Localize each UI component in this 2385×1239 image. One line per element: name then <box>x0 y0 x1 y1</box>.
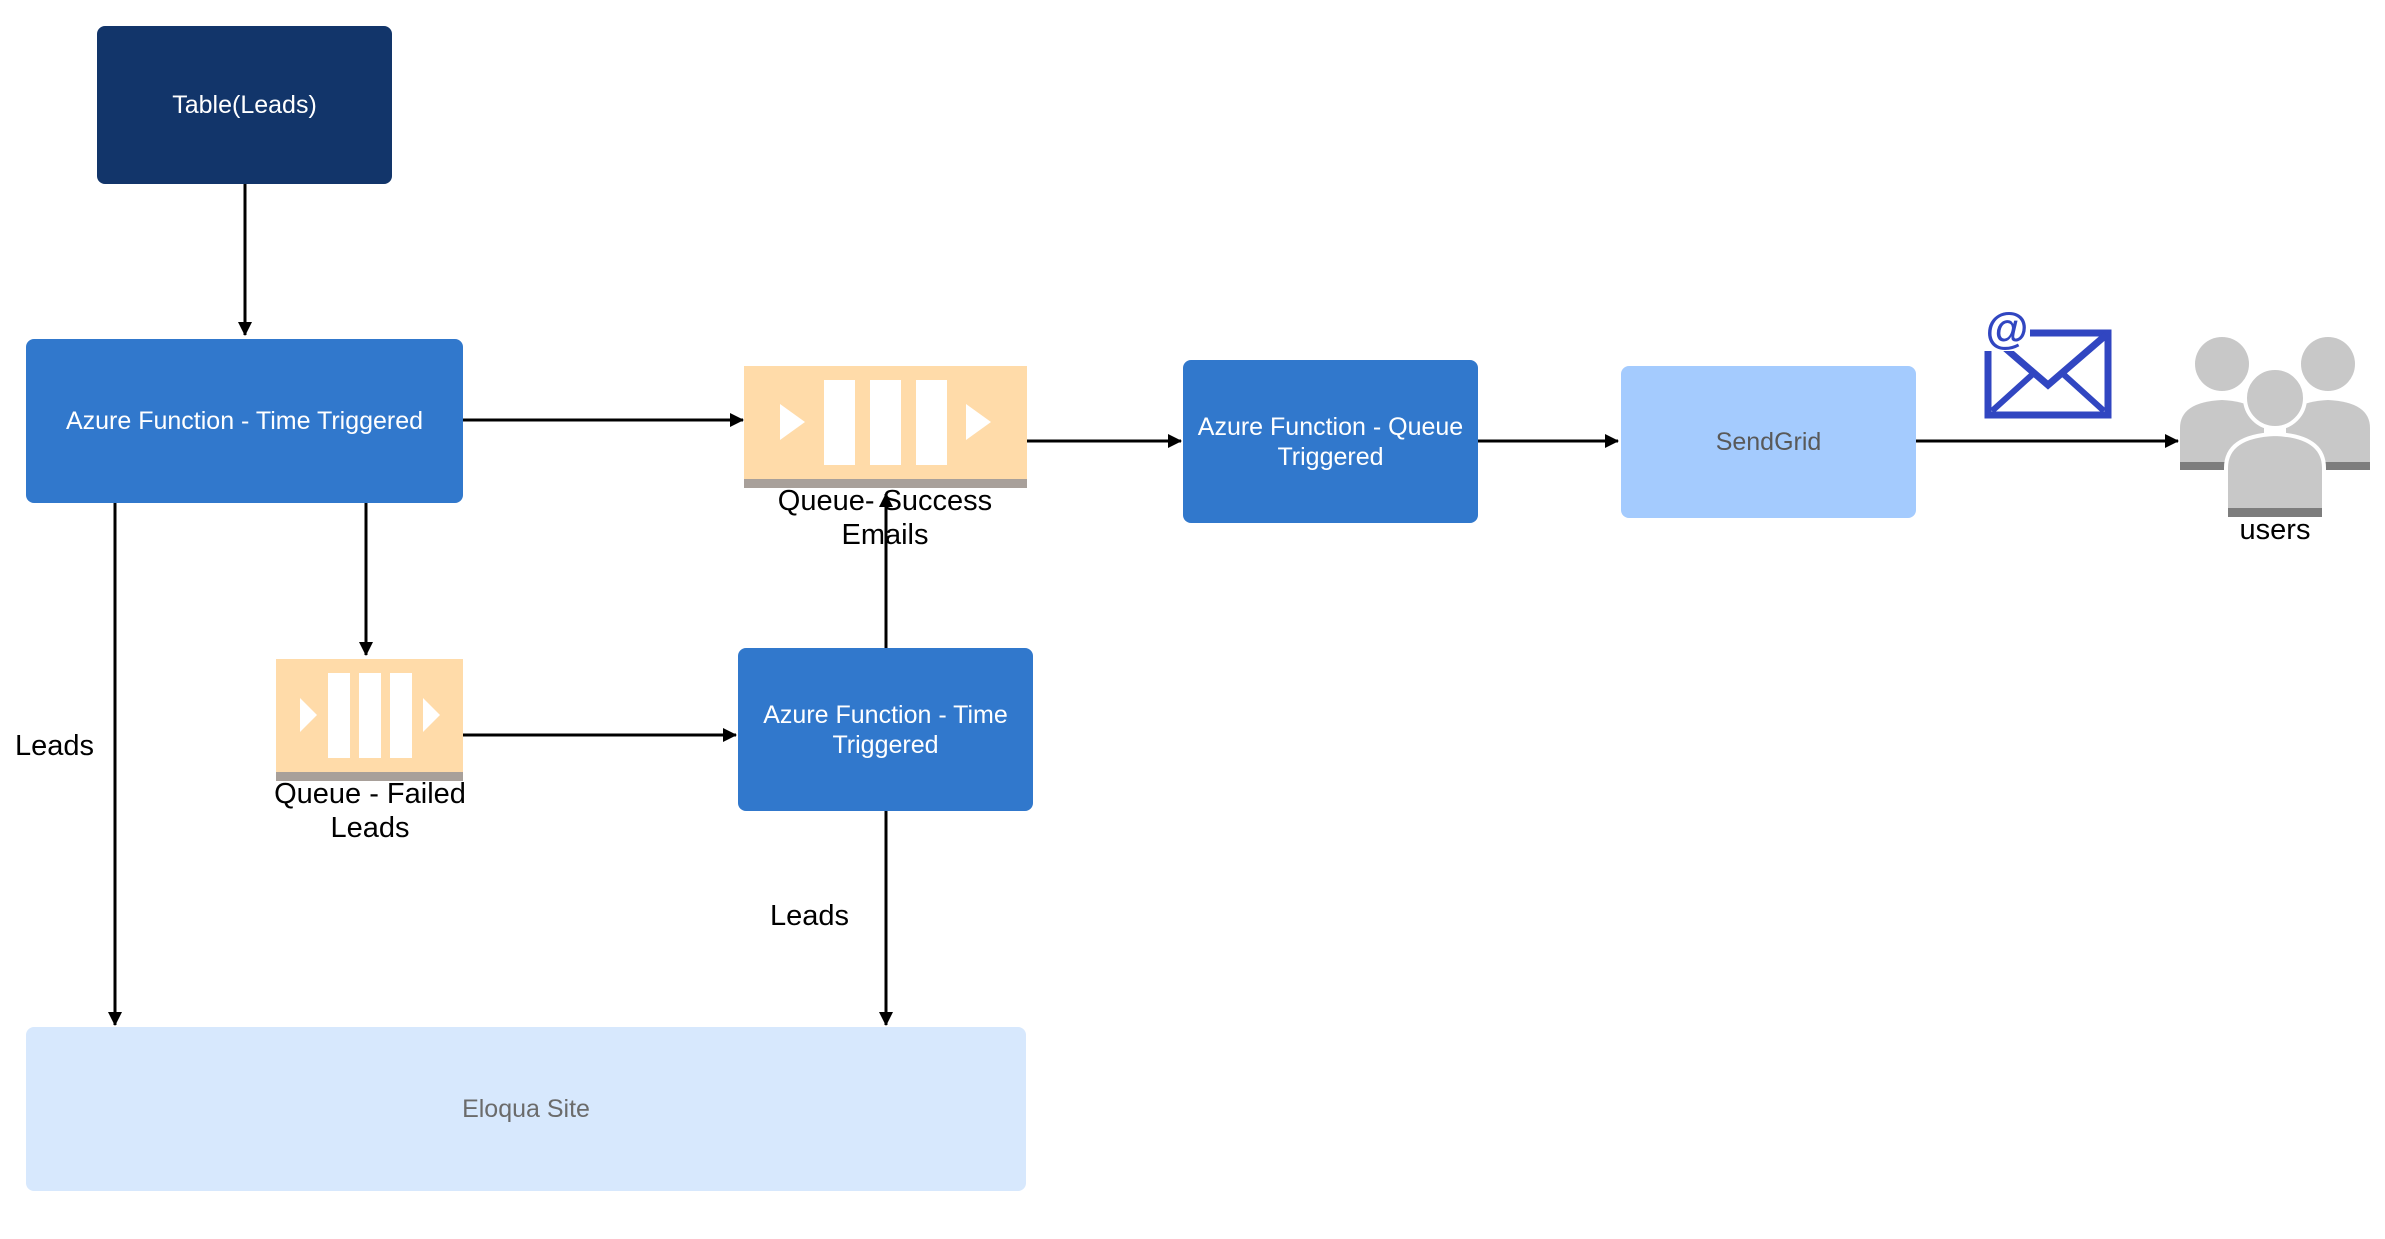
queue-failed-label: Queue - Failed Leads <box>274 778 466 844</box>
azure-function-time-triggered-1[interactable]: Azure Function - Time Triggered <box>26 339 463 503</box>
svg-text:@: @ <box>1986 305 2029 353</box>
queue-success-icon[interactable] <box>744 366 1027 488</box>
table-leads-node[interactable]: Table(Leads) <box>97 26 392 184</box>
edge-label-leads-middle: Leads <box>770 900 850 932</box>
azure-function-time-triggered-2[interactable]: Azure Function - Time Triggered <box>738 648 1033 811</box>
sendgrid-node[interactable]: SendGrid <box>1621 366 1916 518</box>
queue-success-label: Queue- Success Emails <box>777 485 993 551</box>
email-at-envelope-icon: @ <box>1984 305 2112 419</box>
users-label: users <box>2239 514 2311 546</box>
eloqua-site-node[interactable]: Eloqua Site <box>26 1027 1026 1191</box>
users-group-icon <box>2180 337 2370 517</box>
queue-failed-icon[interactable] <box>276 659 463 781</box>
azure-function-queue-triggered[interactable]: Azure Function - Queue Triggered <box>1183 360 1478 523</box>
edge-label-leads-left: Leads <box>15 730 95 762</box>
